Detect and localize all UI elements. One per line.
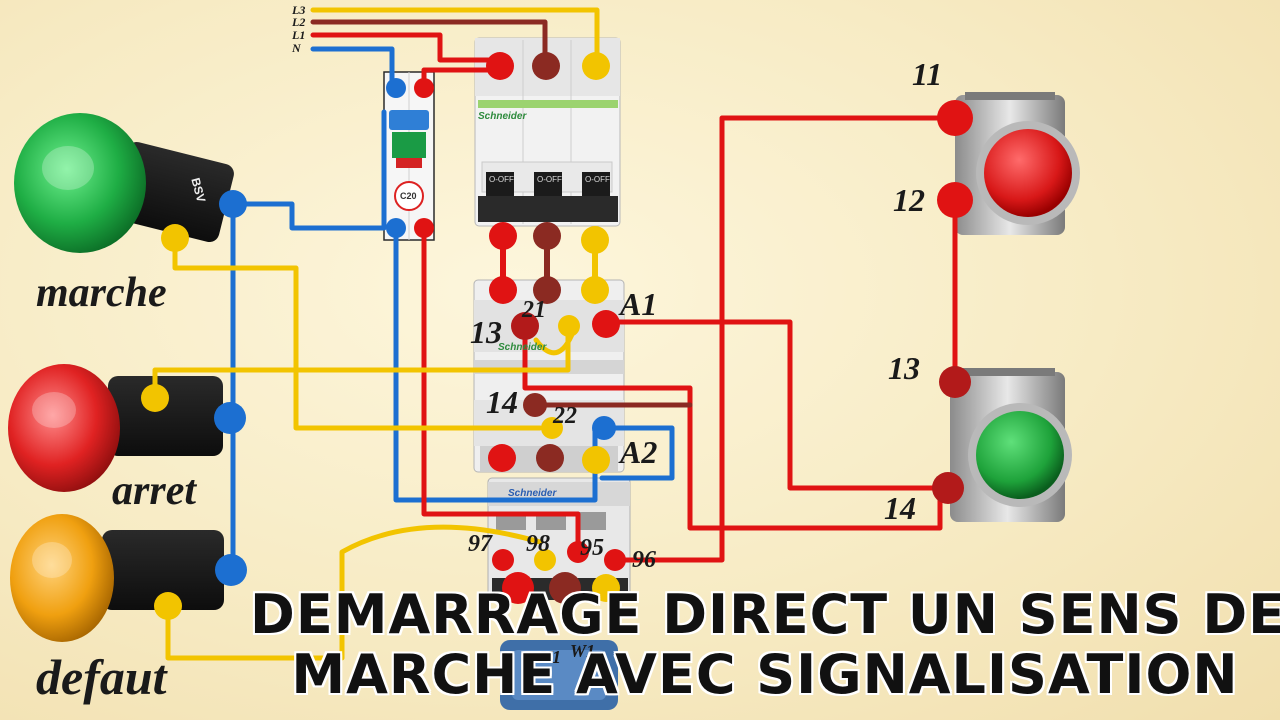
terminal-a1 (592, 310, 620, 338)
label-defaut: defaut (36, 649, 167, 705)
wire-a1-to-14 (603, 319, 951, 491)
label-b14: 14 (884, 490, 916, 526)
breaker-off-3: O-OFF (585, 175, 610, 184)
terminal-breaker-l2-out (533, 222, 561, 250)
label-n: N (292, 41, 301, 55)
breaker-off-2: O-OFF (537, 175, 562, 184)
wire-a2 (599, 425, 675, 481)
label-c13: 13 (470, 314, 502, 350)
terminal-button-13 (939, 366, 971, 398)
label-95: 95 (580, 535, 604, 561)
terminal-1p-n-out (386, 218, 406, 238)
label-l3: L3 (292, 3, 306, 17)
terminal-defaut-n (215, 554, 247, 586)
wire-13-to-14 (522, 323, 943, 531)
terminal-1p-l-in (414, 78, 434, 98)
label-v1: V1 (540, 647, 562, 667)
terminal-arret-n (214, 402, 246, 434)
relay-brand: Schneider (508, 488, 557, 499)
defaut-lamp (10, 514, 224, 642)
label-98: 98 (526, 531, 550, 557)
label-b11: 11 (912, 56, 943, 92)
label-b12: 12 (893, 182, 925, 218)
terminal-button-12 (937, 182, 973, 218)
terminal-relay-w (592, 574, 620, 602)
wire-defaut-signal (165, 524, 543, 661)
label-l2: L2 (292, 15, 306, 29)
label-c14: 14 (486, 384, 518, 420)
terminal-21 (558, 315, 580, 337)
terminal-breaker-l1-in (486, 52, 514, 80)
arret-lamp (8, 364, 223, 492)
terminal-relay-v (549, 572, 581, 604)
wire-neutral-feed (230, 109, 387, 231)
label-c22: 22 (553, 403, 577, 429)
terminal-22 (541, 417, 563, 439)
label-marche: marche (36, 270, 167, 316)
terminals (141, 52, 973, 620)
label-arret: arret (112, 468, 196, 514)
terminal-contactor-l3-in (581, 276, 609, 304)
terminal-96 (604, 549, 626, 571)
wire-marche-signal (172, 235, 543, 431)
label-c21: 21 (522, 297, 546, 323)
terminal-98 (534, 549, 556, 571)
marche-lamp (14, 113, 234, 253)
terminal-95 (567, 541, 589, 563)
start-push-button (950, 368, 1072, 522)
terminal-1p-n-in (386, 78, 406, 98)
wire-l1 (310, 32, 503, 63)
label-a2: A2 (620, 434, 658, 470)
label-b13: 13 (888, 350, 920, 386)
breaker-off-1: O-OFF (489, 175, 514, 184)
single-pole-breaker (383, 71, 435, 241)
terminal-button-11 (937, 100, 973, 136)
motor (500, 640, 618, 710)
wire-n (310, 46, 395, 89)
terminal-contactor-l1-in (489, 276, 517, 304)
terminal-contactor-l3-out (582, 446, 610, 474)
label-96: 96 (632, 547, 656, 573)
terminal-arret-x1 (141, 384, 169, 412)
stop-push-button (955, 92, 1080, 235)
terminal-a2 (592, 416, 616, 440)
title-line-1: DEMARRAGE DIRECT UN SENS DE (250, 583, 1280, 646)
terminal-defaut-x1 (154, 592, 182, 620)
terminal-marche-n (219, 190, 247, 218)
terminal-contactor-l2-in (533, 276, 561, 304)
breaker-brand: Schneider (478, 111, 527, 122)
terminal-14 (523, 393, 547, 417)
terminal-marche-x1 (161, 224, 189, 252)
wire-l2 (310, 19, 548, 67)
single-pole-breaker-rating: C20 (400, 191, 417, 201)
terminal-1p-l-out (414, 218, 434, 238)
contactor (473, 279, 625, 473)
terminal-13 (511, 312, 539, 340)
terminal-contactor-l2-out (536, 444, 564, 472)
title-line-2: MARCHE AVEC SIGNALISATION (291, 643, 1239, 706)
terminal-button-14 (932, 472, 964, 504)
label-97: 97 (468, 531, 492, 557)
label-l1: L1 (292, 28, 306, 42)
terminal-relay-u (502, 572, 534, 604)
terminal-breaker-l2-in (532, 52, 560, 80)
label-w1: W1 (570, 641, 596, 661)
wire-l3 (310, 7, 600, 67)
terminal-contactor-l1-out (488, 444, 516, 472)
terminal-breaker-l3-in (582, 52, 610, 80)
wire-96-to-11 (612, 115, 958, 563)
terminal-breaker-l1-out (489, 222, 517, 250)
label-a1: A1 (620, 286, 658, 322)
terminal-97 (492, 549, 514, 571)
contactor-brand: Schneider (498, 342, 547, 353)
terminal-breaker-l3-out (581, 226, 609, 254)
